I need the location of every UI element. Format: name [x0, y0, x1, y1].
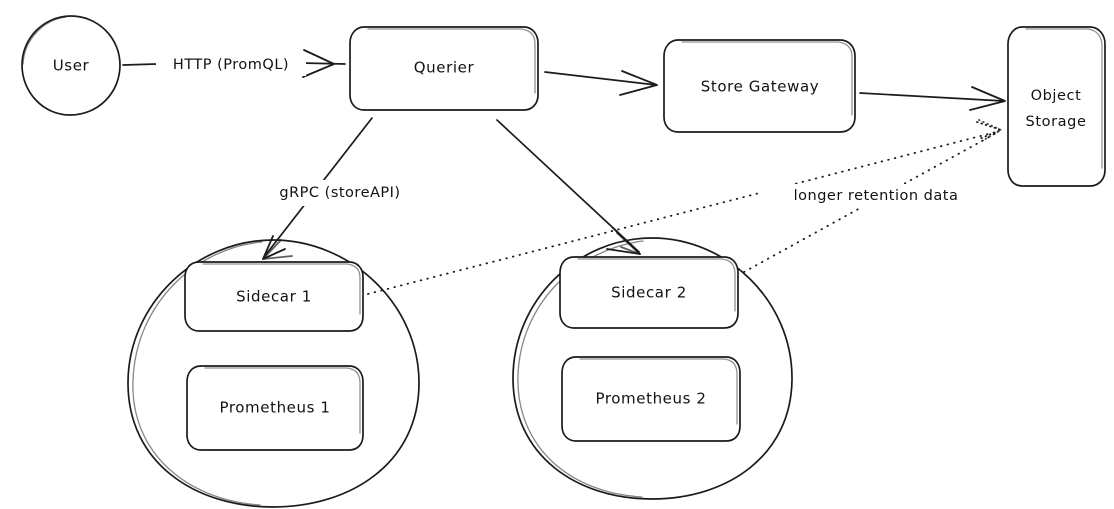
node-object-storage-label-line2: Storage	[1026, 114, 1087, 130]
node-sidecar-2-label: Sidecar 2	[611, 284, 687, 302]
edge-label-backdrop-retention	[760, 184, 992, 208]
node-object-storage-label-line1: Object	[1031, 88, 1082, 104]
node-querier-label: Querier	[414, 59, 475, 77]
edge-querier-to-sidecar-1-label: gRPC (storeAPI)	[279, 185, 400, 201]
edge-label-backdrop-grpc	[247, 180, 433, 206]
edge-label-backdrop	[156, 52, 306, 76]
node-querier[interactable]: Querier	[349, 26, 539, 111]
edge-querier-to-store-gateway	[544, 70, 658, 96]
node-sidecar-1-label: Sidecar 1	[236, 288, 312, 306]
node-object-storage[interactable]: Object Storage	[1007, 26, 1106, 187]
edge-querier-to-sidecar-2	[496, 119, 641, 255]
node-store-gateway-label: Store Gateway	[701, 78, 819, 96]
edge-user-to-querier: HTTP (PromQL)	[122, 49, 346, 78]
edge-sidecar-to-object-storage-label: longer retention data	[794, 188, 959, 204]
node-user-label: User	[53, 57, 90, 75]
node-sidecar-1[interactable]: Sidecar 1	[184, 261, 364, 332]
node-prometheus-1[interactable]: Prometheus 1	[186, 365, 364, 451]
node-prometheus-2[interactable]: Prometheus 2	[561, 356, 741, 442]
edge-store-gateway-to-object-storage	[859, 86, 1006, 111]
edge-querier-to-sidecar-1: gRPC (storeAPI)	[247, 117, 433, 260]
node-prometheus-1-label: Prometheus 1	[219, 399, 330, 417]
node-store-gateway[interactable]: Store Gateway	[663, 39, 856, 133]
edge-sidecar-1-to-object-storage	[367, 121, 1002, 295]
edge-retention-label-group: longer retention data	[760, 184, 992, 208]
node-user[interactable]: User	[21, 15, 121, 116]
edge-user-to-querier-label: HTTP (PromQL)	[173, 57, 289, 73]
edge-sidecar-2-to-object-storage	[743, 119, 1002, 273]
node-prometheus-2-label: Prometheus 2	[595, 390, 706, 408]
node-sidecar-2[interactable]: Sidecar 2	[559, 256, 739, 329]
